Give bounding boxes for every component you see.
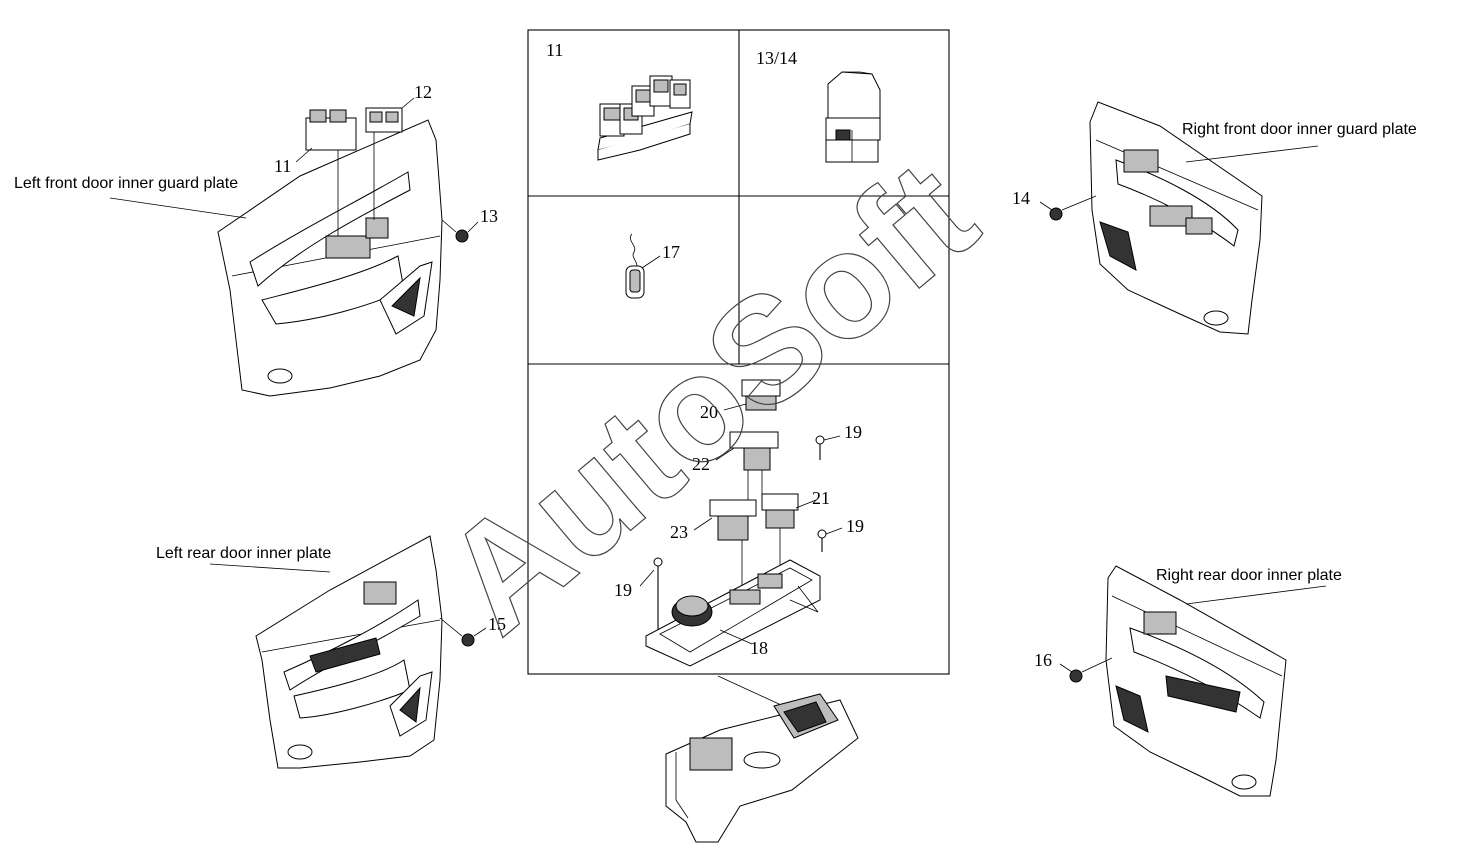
- label-right-front-door-inner-guard-plate: Right front door inner guard plate: [1182, 121, 1417, 138]
- left-rear-door-panel-drawing: [209, 535, 487, 769]
- center-console-drawing: [665, 675, 859, 843]
- callout-14: 14: [1012, 188, 1030, 208]
- callout-15: 15: [488, 614, 506, 634]
- callout-23: 23: [670, 522, 688, 542]
- right-front-door-panel-drawing: [1039, 101, 1319, 335]
- watermark: AutoSoft: [413, 129, 1006, 665]
- panel-label-13-14: 13/14: [756, 48, 797, 68]
- callout-16: 16: [1034, 650, 1052, 670]
- callout-18: 18: [750, 638, 768, 658]
- right-rear-door-panel-drawing: [1059, 565, 1327, 797]
- callout-19-right: 19: [846, 516, 864, 536]
- console-switch-panel-detail: [639, 379, 843, 667]
- callout-17: 17: [662, 242, 680, 262]
- callout-21: 21: [812, 488, 830, 508]
- callout-13: 13: [480, 206, 498, 226]
- sensor-17-detail: [625, 233, 661, 299]
- callout-11: 11: [274, 156, 291, 176]
- window-switch-assembly-detail: [597, 75, 693, 161]
- callout-19-upper: 19: [844, 422, 862, 442]
- label-right-rear-door-inner-plate: Right rear door inner plate: [1156, 567, 1342, 584]
- callout-19-left: 19: [614, 580, 632, 600]
- button-switch-detail: [825, 71, 881, 163]
- left-front-door-panel-drawing: [109, 97, 479, 397]
- panel-label-11: 11: [546, 40, 563, 60]
- callout-20: 20: [700, 402, 718, 422]
- detail-grid: [527, 29, 950, 675]
- label-left-front-door-inner-guard-plate: Left front door inner guard plate: [14, 175, 238, 192]
- callout-12: 12: [414, 82, 432, 102]
- label-left-rear-door-inner-plate: Left rear door inner plate: [156, 545, 331, 562]
- callout-22: 22: [692, 454, 710, 474]
